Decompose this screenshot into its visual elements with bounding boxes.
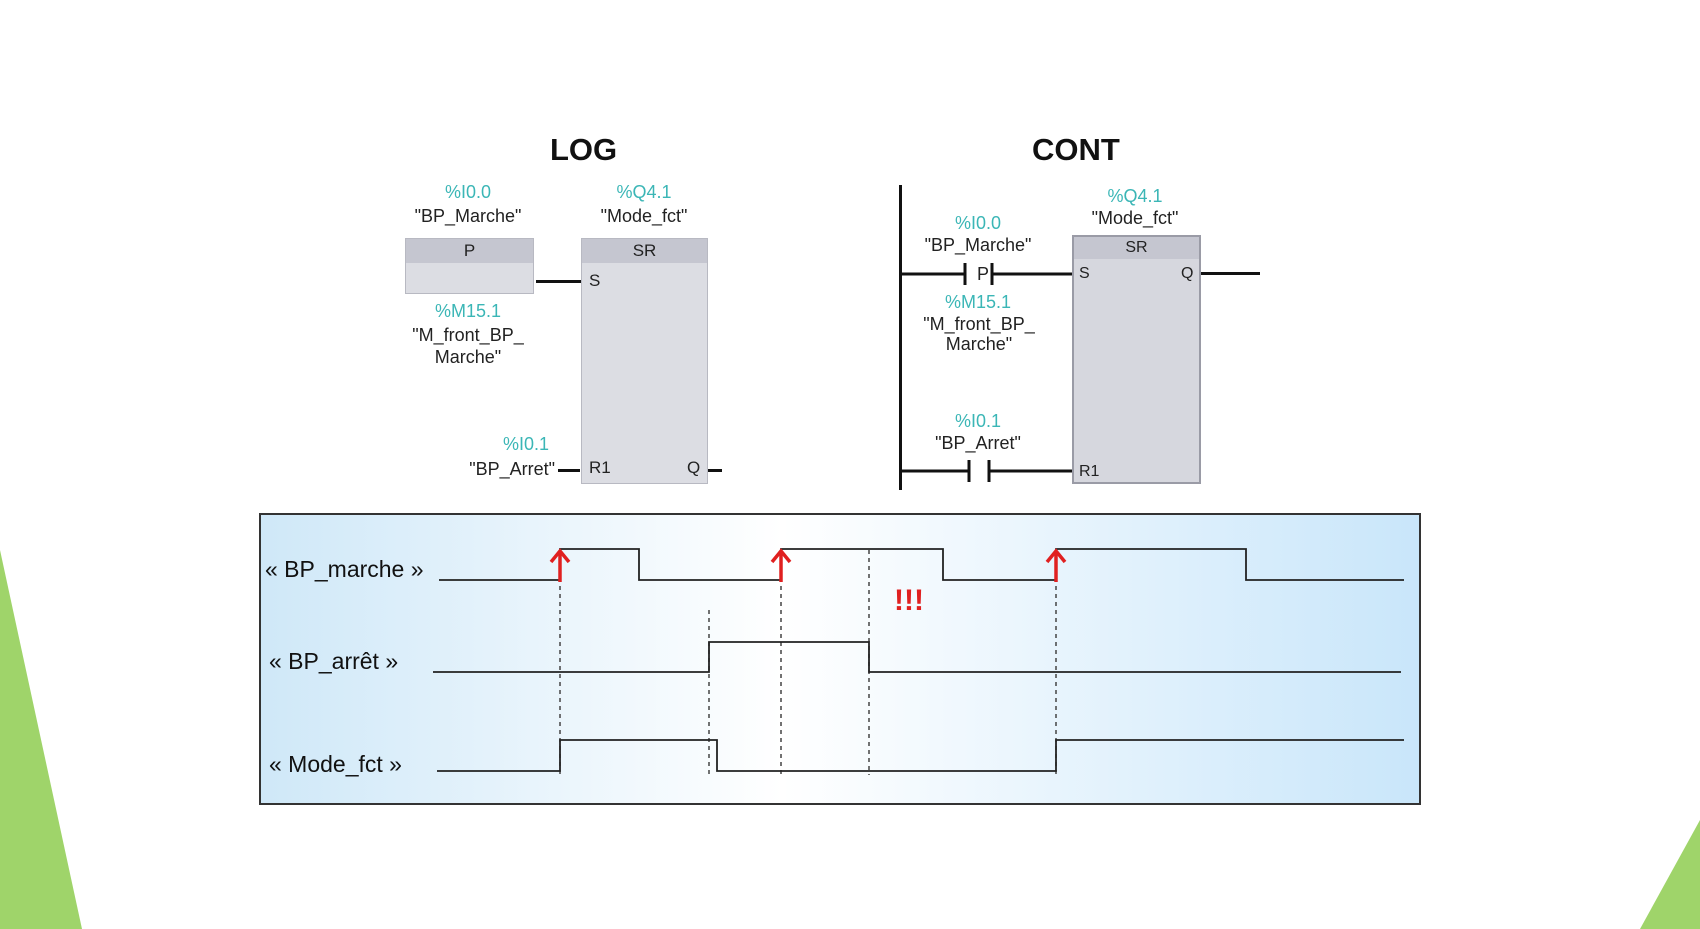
cont-mem-tag-line2: Marche" [945, 334, 1013, 354]
cont-p-contact[interactable]: P [900, 258, 1075, 290]
cont-sr-block[interactable]: SR S Q R1 [1072, 235, 1201, 484]
log-sr-pin-q: Q [687, 458, 701, 477]
signal-label-bp-marche: « BP_marche » [265, 556, 424, 582]
log-q-wire [708, 469, 722, 472]
log-p-block[interactable]: P [405, 238, 534, 294]
log-reset-address: %I0.1 [502, 434, 550, 454]
log-p-address: %I0.0 [444, 182, 492, 202]
log-p-header: P [406, 239, 533, 263]
cont-sr-header: SR [1074, 237, 1199, 259]
log-r1-wire [558, 469, 580, 472]
right-corner-decoration [1640, 820, 1700, 929]
timing-waveforms [433, 548, 1404, 775]
cont-sr-pin-s: S [1079, 265, 1090, 282]
log-p-tag: "BP_Marche" [414, 206, 522, 226]
log-reset-tag: "BP_Arret" [469, 459, 555, 479]
cont-power-rail [899, 185, 902, 490]
cont-reset-contact[interactable] [900, 455, 1075, 487]
cont-p-address: %I0.0 [954, 213, 1002, 233]
cont-mem-tag-line1: "M_front_BP_ [923, 314, 1035, 334]
signal-label-bp-arret: « BP_arrêt » [269, 648, 399, 674]
log-mem-address: %M15.1 [434, 301, 502, 321]
rising-edge-arrow-2 [770, 548, 792, 582]
signal-bp-marche-wave [439, 548, 1404, 581]
signal-mode-fct-wave [437, 739, 1404, 772]
cont-p-symbol: P [977, 264, 989, 284]
log-sr-header: SR [582, 239, 707, 263]
log-sr-tag: "Mode_fct" [600, 206, 688, 226]
signal-bp-arret-wave [433, 641, 1401, 673]
cont-title: CONT [1032, 132, 1120, 167]
log-mem-tag-line1: "M_front_BP_ [412, 325, 524, 345]
log-sr-pin-s: S [589, 271, 601, 290]
signal-label-mode-fct: « Mode_fct » [269, 751, 402, 777]
log-p-to-s-wire [536, 280, 582, 283]
cont-sr-pin-r1: R1 [1079, 463, 1100, 480]
cont-reset-tag: "BP_Arret" [935, 433, 1021, 453]
cont-reset-address: %I0.1 [954, 411, 1002, 431]
cont-mem-address: %M15.1 [944, 292, 1012, 312]
cont-sr-address: %Q4.1 [1107, 186, 1163, 206]
rising-edge-arrow-3 [1045, 548, 1067, 582]
cont-sr-pin-q: Q [1181, 265, 1194, 282]
cont-p-tag: "BP_Marche" [924, 235, 1032, 255]
log-sr-pin-r1: R1 [589, 458, 611, 477]
left-corner-decoration [0, 550, 82, 929]
rising-edge-arrow-1 [549, 548, 571, 582]
log-title: LOG [550, 132, 618, 167]
log-mem-tag-line2: Marche" [434, 347, 502, 367]
log-sr-address: %Q4.1 [616, 182, 672, 202]
timing-diagram: « BP_marche » « BP_arrêt » « Mode_fct » … [259, 513, 1421, 805]
cont-sr-tag: "Mode_fct" [1091, 208, 1179, 228]
warning-marker: !!! [894, 584, 924, 617]
cont-q-output-wire [1201, 272, 1260, 275]
log-sr-block[interactable]: SR S R1 Q [581, 238, 708, 484]
